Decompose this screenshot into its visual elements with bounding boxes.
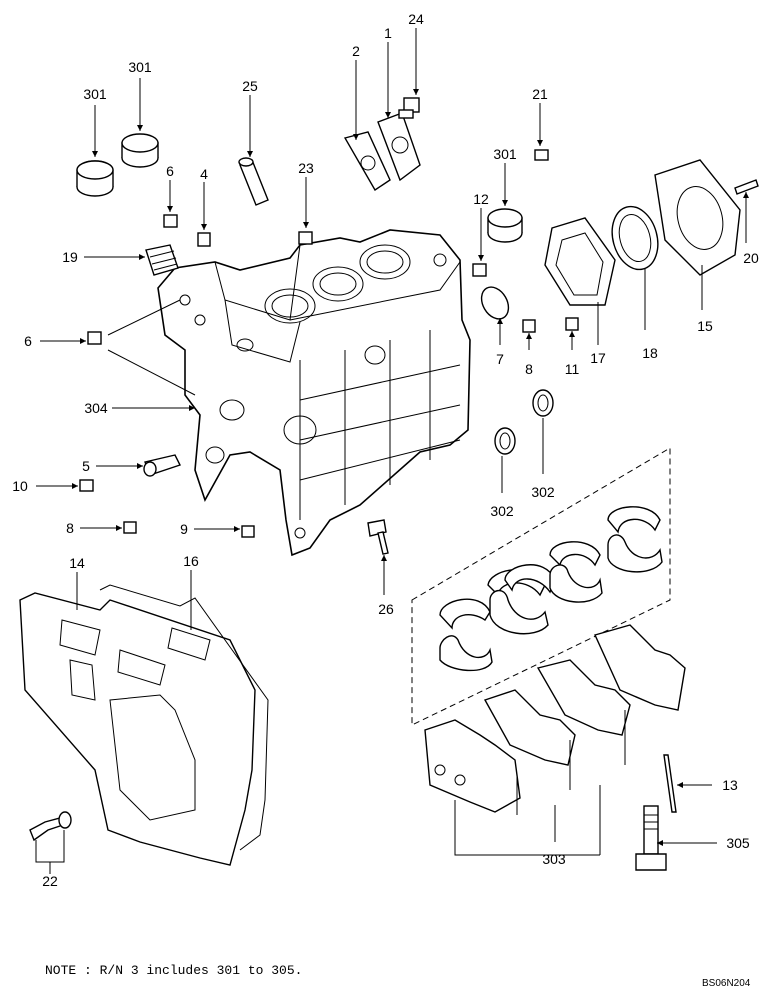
callout-label: 303 — [542, 851, 566, 867]
callout-label: 20 — [743, 250, 759, 266]
expansion-plug-301-b — [121, 133, 159, 168]
callout-label: 2 — [352, 43, 360, 59]
plug-23 — [298, 231, 313, 245]
bolt-305 — [635, 805, 667, 871]
callout-label: 15 — [697, 318, 713, 334]
plug-12 — [472, 263, 487, 277]
callout-label: 5 — [82, 458, 90, 474]
bolt-20 — [734, 179, 759, 195]
gasket-2 — [343, 131, 391, 191]
cover-7 — [480, 286, 510, 320]
callout-label: 12 — [473, 191, 489, 207]
callout-label: 17 — [590, 350, 606, 366]
callout-label: 23 — [298, 160, 314, 176]
pipe-25 — [238, 157, 269, 206]
callout-label: 21 — [532, 86, 548, 102]
plug-5 — [143, 454, 181, 477]
callout-label: 4 — [200, 166, 208, 182]
arrowheads — [72, 89, 749, 846]
bearing-caps-303 — [424, 624, 686, 815]
callout-label: 16 — [183, 553, 199, 569]
gasket-1 — [377, 112, 421, 182]
pin-4 — [197, 232, 211, 247]
callout-label: 301 — [128, 59, 152, 75]
callout-label: 305 — [726, 835, 750, 851]
leader-lines — [36, 28, 747, 874]
callout-label: 13 — [722, 777, 738, 793]
spring-19 — [145, 244, 179, 276]
bolt-26 — [367, 519, 389, 555]
callout-label: 6 — [24, 333, 32, 349]
gasket-17 — [544, 217, 616, 306]
callout-label: 7 — [496, 351, 504, 367]
housing-15 — [654, 159, 741, 276]
callout-label: 24 — [408, 11, 424, 27]
callout-label: 9 — [180, 521, 188, 537]
drawing-code: BS06N204 — [702, 978, 751, 989]
callout-label: 302 — [531, 484, 555, 500]
pin-11 — [565, 317, 579, 331]
callout-label: 18 — [642, 345, 658, 361]
callout-label: 8 — [66, 520, 74, 536]
pin-9 — [241, 525, 255, 538]
callout-label: 1 — [384, 25, 392, 41]
callout-label: 11 — [565, 361, 580, 377]
callout-label: 301 — [83, 86, 107, 102]
callout-labels: 301 301 25 6 4 23 2 1 24 21 301 12 19 6 … — [12, 11, 759, 889]
callout-label: 10 — [12, 478, 28, 494]
callout-label: 22 — [42, 873, 58, 889]
cylinder-block — [157, 229, 471, 557]
oring-302-b — [532, 389, 554, 417]
callout-label: 19 — [62, 249, 78, 265]
bearing-group-box — [411, 447, 671, 726]
pin-8-top — [522, 319, 536, 333]
callout-label: 304 — [84, 400, 108, 416]
callout-label: 301 — [493, 146, 517, 162]
pin-10 — [79, 479, 94, 492]
expansion-plug-301-a — [76, 160, 114, 197]
pin-21 — [534, 149, 549, 161]
bearing-shells — [439, 506, 663, 672]
note-text: NOTE : R/N 3 includes 301 to 305. — [45, 963, 303, 978]
callout-label: 8 — [525, 361, 533, 377]
plug-24 — [398, 97, 420, 119]
callout-label: 14 — [69, 555, 85, 571]
pin-8-left — [123, 521, 137, 534]
gasket-14 — [19, 592, 256, 866]
bolt-22 — [29, 811, 72, 863]
callout-label: 302 — [490, 503, 514, 519]
oring-302-a — [494, 427, 516, 455]
callout-label: 6 — [166, 163, 174, 179]
expansion-plug-301-c — [487, 208, 523, 243]
plug-6-left — [87, 331, 102, 345]
pin-13 — [663, 754, 677, 813]
oil-seal-18 — [611, 205, 659, 271]
plug-6-top — [163, 214, 178, 228]
callout-label: 26 — [378, 601, 394, 617]
callout-label: 25 — [242, 78, 258, 94]
gasket-16 — [99, 584, 269, 851]
